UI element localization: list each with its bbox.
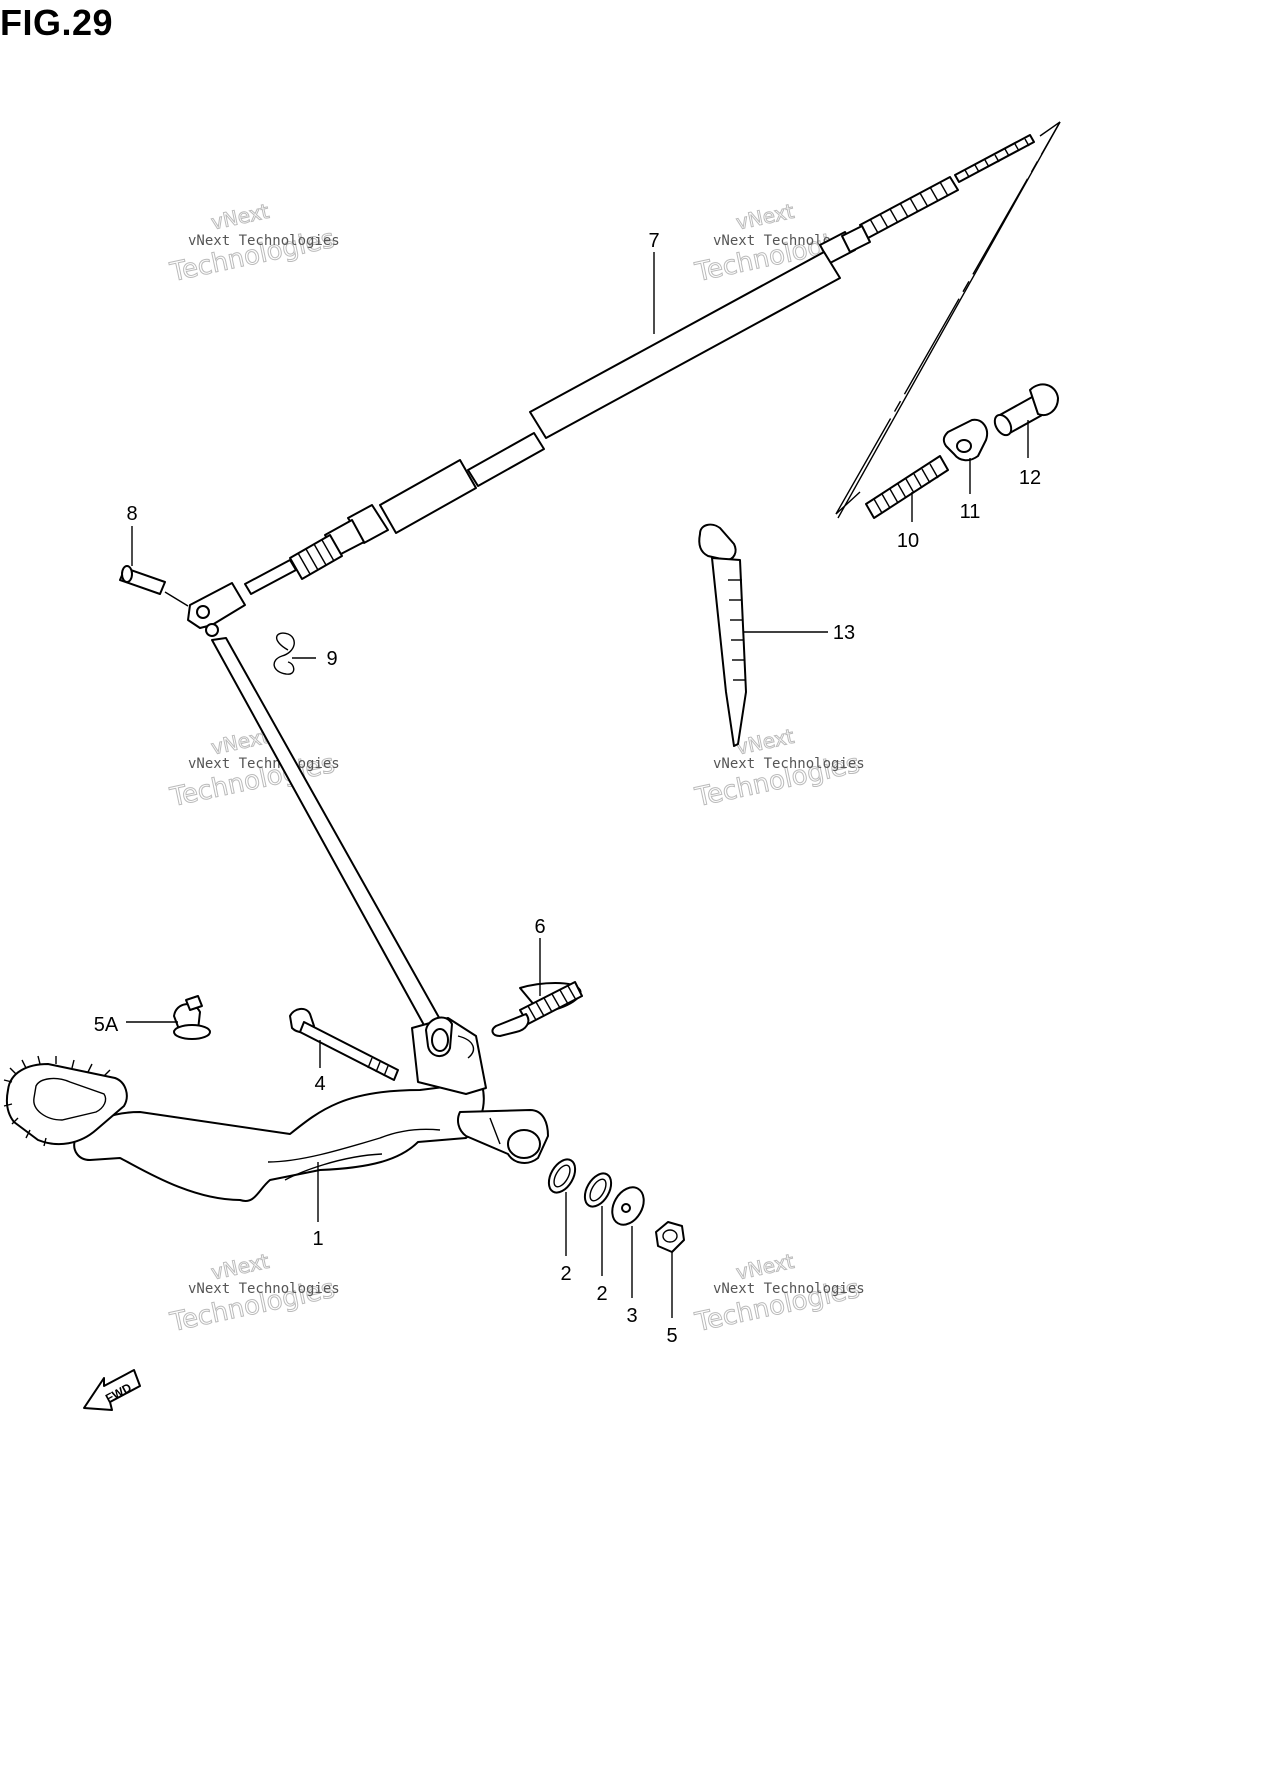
adjuster-bolt (993, 383, 1059, 437)
callout-6: 6 (534, 916, 545, 938)
callout-5: 5 (666, 1325, 677, 1347)
detail-outline (835, 121, 1061, 519)
callout-13: 13 (833, 622, 855, 644)
brake-cable (187, 134, 1035, 637)
return-spring (491, 981, 583, 1037)
washer-2 (583, 1172, 613, 1208)
adjuster-spring (865, 455, 949, 519)
callout-5a: 5A (94, 1014, 119, 1036)
watermark-text: vNext (209, 199, 271, 235)
watermark-text: vNext (734, 199, 796, 235)
watermark-text: vNext Technologies (713, 1281, 865, 1297)
joint-pin (942, 418, 988, 462)
bolt (289, 1008, 399, 1081)
watermark-text: vNext Technologies (188, 756, 340, 772)
callout-7: 7 (648, 230, 659, 252)
callout-10: 10 (897, 530, 919, 552)
brake-pedal (3, 1016, 549, 1202)
nut (655, 1221, 685, 1253)
callout-11: 11 (960, 501, 981, 523)
callout-12: 12 (1019, 467, 1041, 489)
callout-3: 3 (626, 1305, 637, 1327)
watermark-text: vNext Technologies (713, 756, 865, 772)
clevis-pin (119, 565, 166, 595)
watermark-text: vNext (734, 724, 796, 760)
brake-rod (211, 637, 447, 1037)
callout-2b: 2 (596, 1283, 607, 1305)
callout-1: 1 (312, 1228, 323, 1250)
callout-9: 9 (326, 648, 337, 670)
clip (273, 632, 295, 675)
forward-arrow-icon: FWD (83, 1369, 141, 1411)
callout-2a: 2 (560, 1263, 571, 1285)
washer-3 (611, 1186, 645, 1226)
watermark-text: vNext (209, 1249, 271, 1285)
washer-1 (547, 1158, 577, 1194)
callout-4: 4 (314, 1073, 325, 1095)
flange-nut (173, 995, 211, 1040)
figure-title: FIG.29 (0, 2, 114, 43)
cable-tie (698, 523, 747, 747)
watermark-text: vNext (734, 1249, 796, 1285)
watermark-text: vNext Technologies (188, 233, 340, 249)
callout-8: 8 (126, 503, 137, 525)
watermark-text: vNext Technologies (188, 1281, 340, 1297)
